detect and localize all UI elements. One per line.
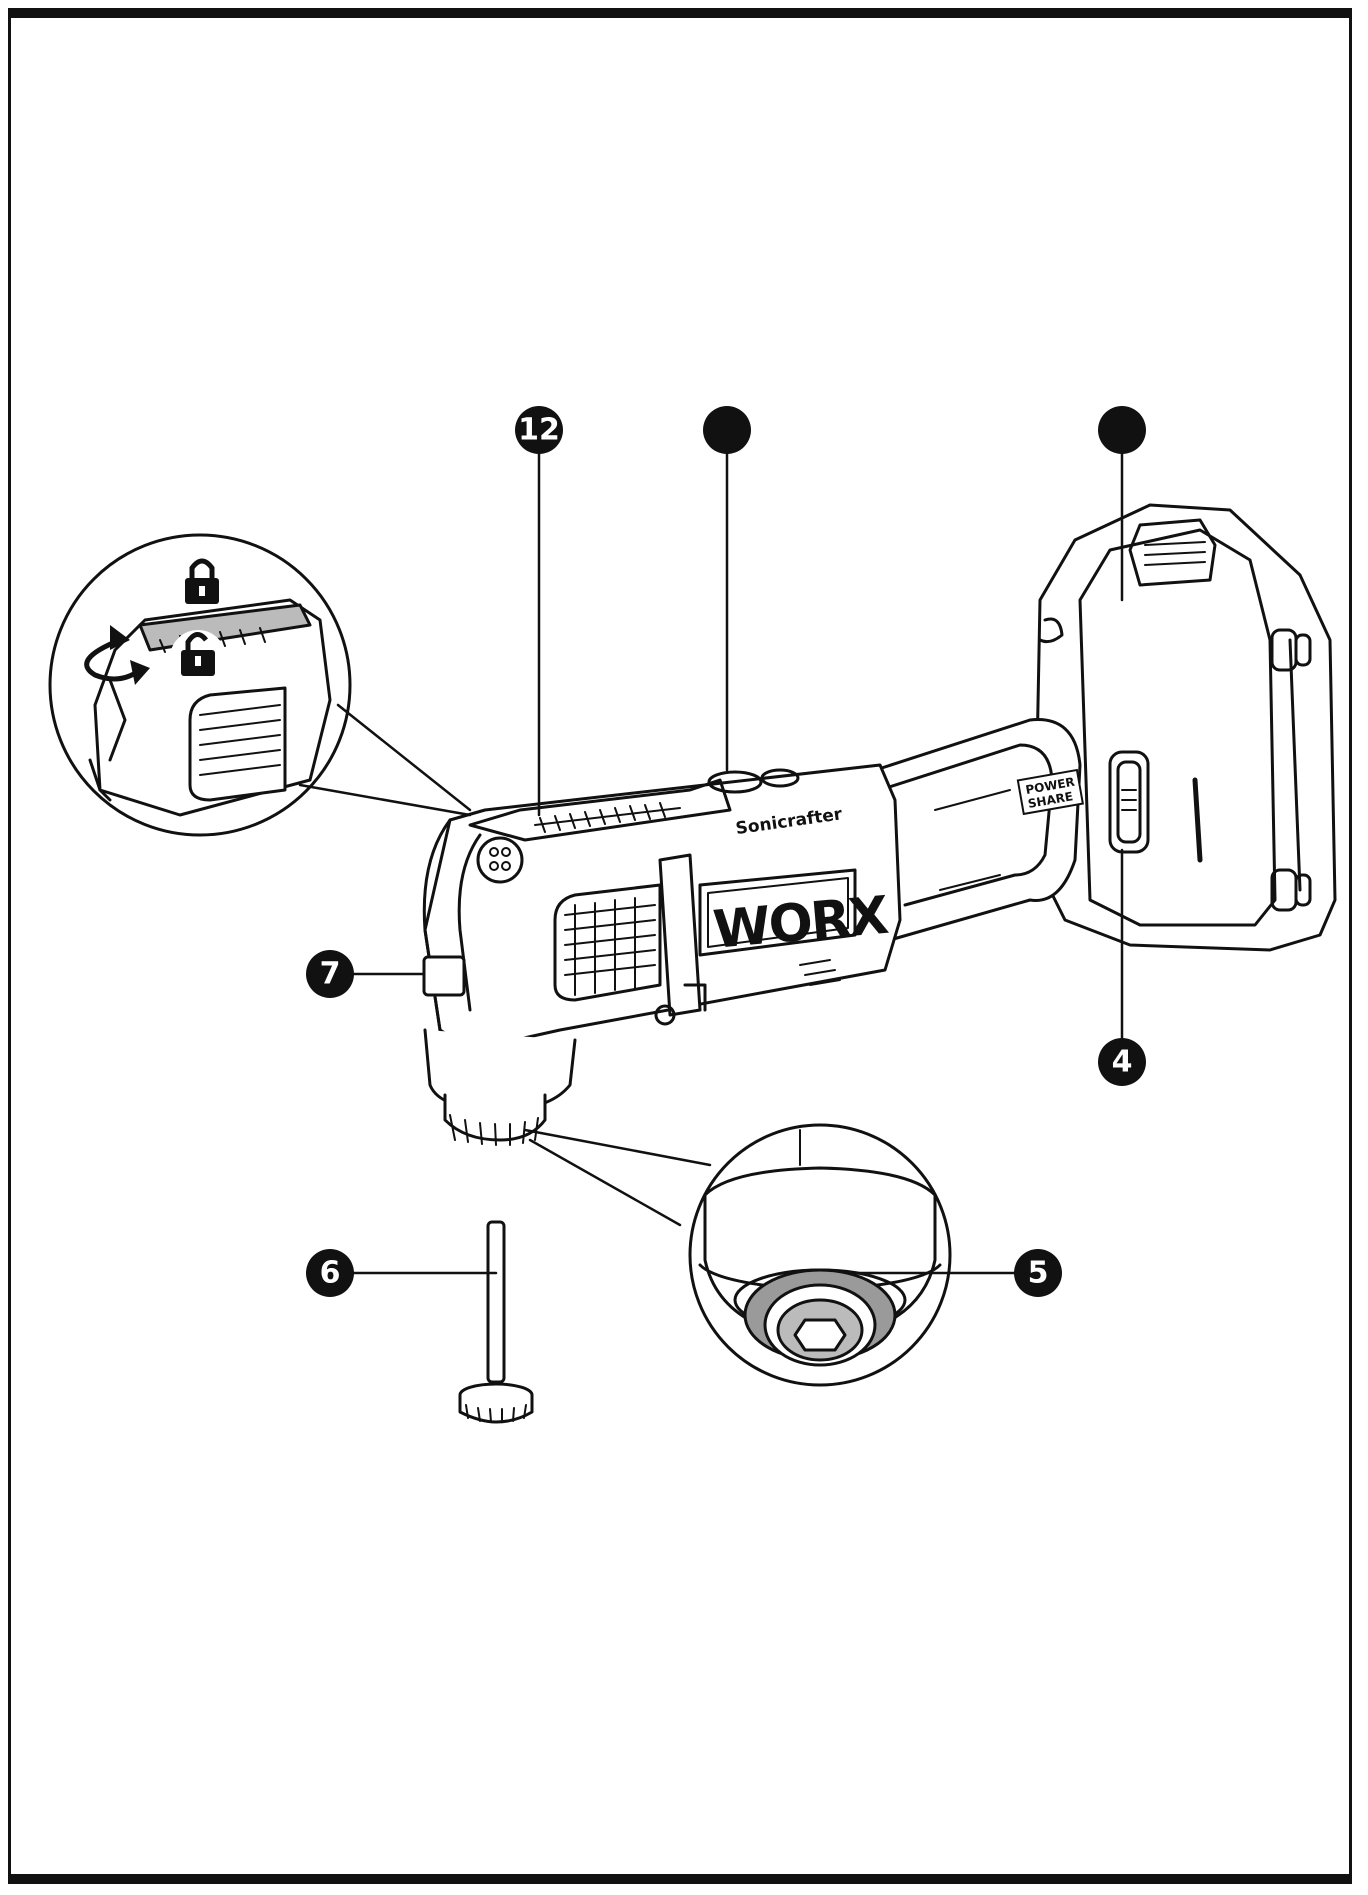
svg-text:7: 7 <box>320 957 341 992</box>
svg-text:6: 6 <box>320 1256 341 1291</box>
tool-head <box>423 1028 577 1146</box>
battery-pack <box>1033 503 1337 952</box>
callout-blank-top-right <box>1098 406 1146 454</box>
callout-7: 7 <box>306 950 354 998</box>
accessory-bolt <box>458 1220 534 1424</box>
lock-open-icon <box>170 630 226 686</box>
rotate-arrow-icon <box>84 625 150 685</box>
svg-text:12: 12 <box>518 413 560 448</box>
flange-inset <box>523 1123 952 1387</box>
lock-lever-inset <box>48 533 472 837</box>
callout-5: 5 <box>1014 1249 1062 1297</box>
callout-12: 12 <box>515 406 563 454</box>
callout-6: 6 <box>306 1249 354 1297</box>
leader-lines <box>343 430 1124 1275</box>
battery-badge: POWER SHARE <box>1016 768 1085 816</box>
lock-closed-icon <box>185 558 219 604</box>
svg-text:4: 4 <box>1112 1045 1133 1080</box>
tool-handle <box>858 718 1082 942</box>
callout-4: 4 <box>1098 1038 1146 1086</box>
callout-blank-top-middle <box>703 406 751 454</box>
page-frame <box>8 8 1352 1884</box>
svg-text:5: 5 <box>1028 1256 1049 1291</box>
motor-housing <box>422 763 902 1052</box>
